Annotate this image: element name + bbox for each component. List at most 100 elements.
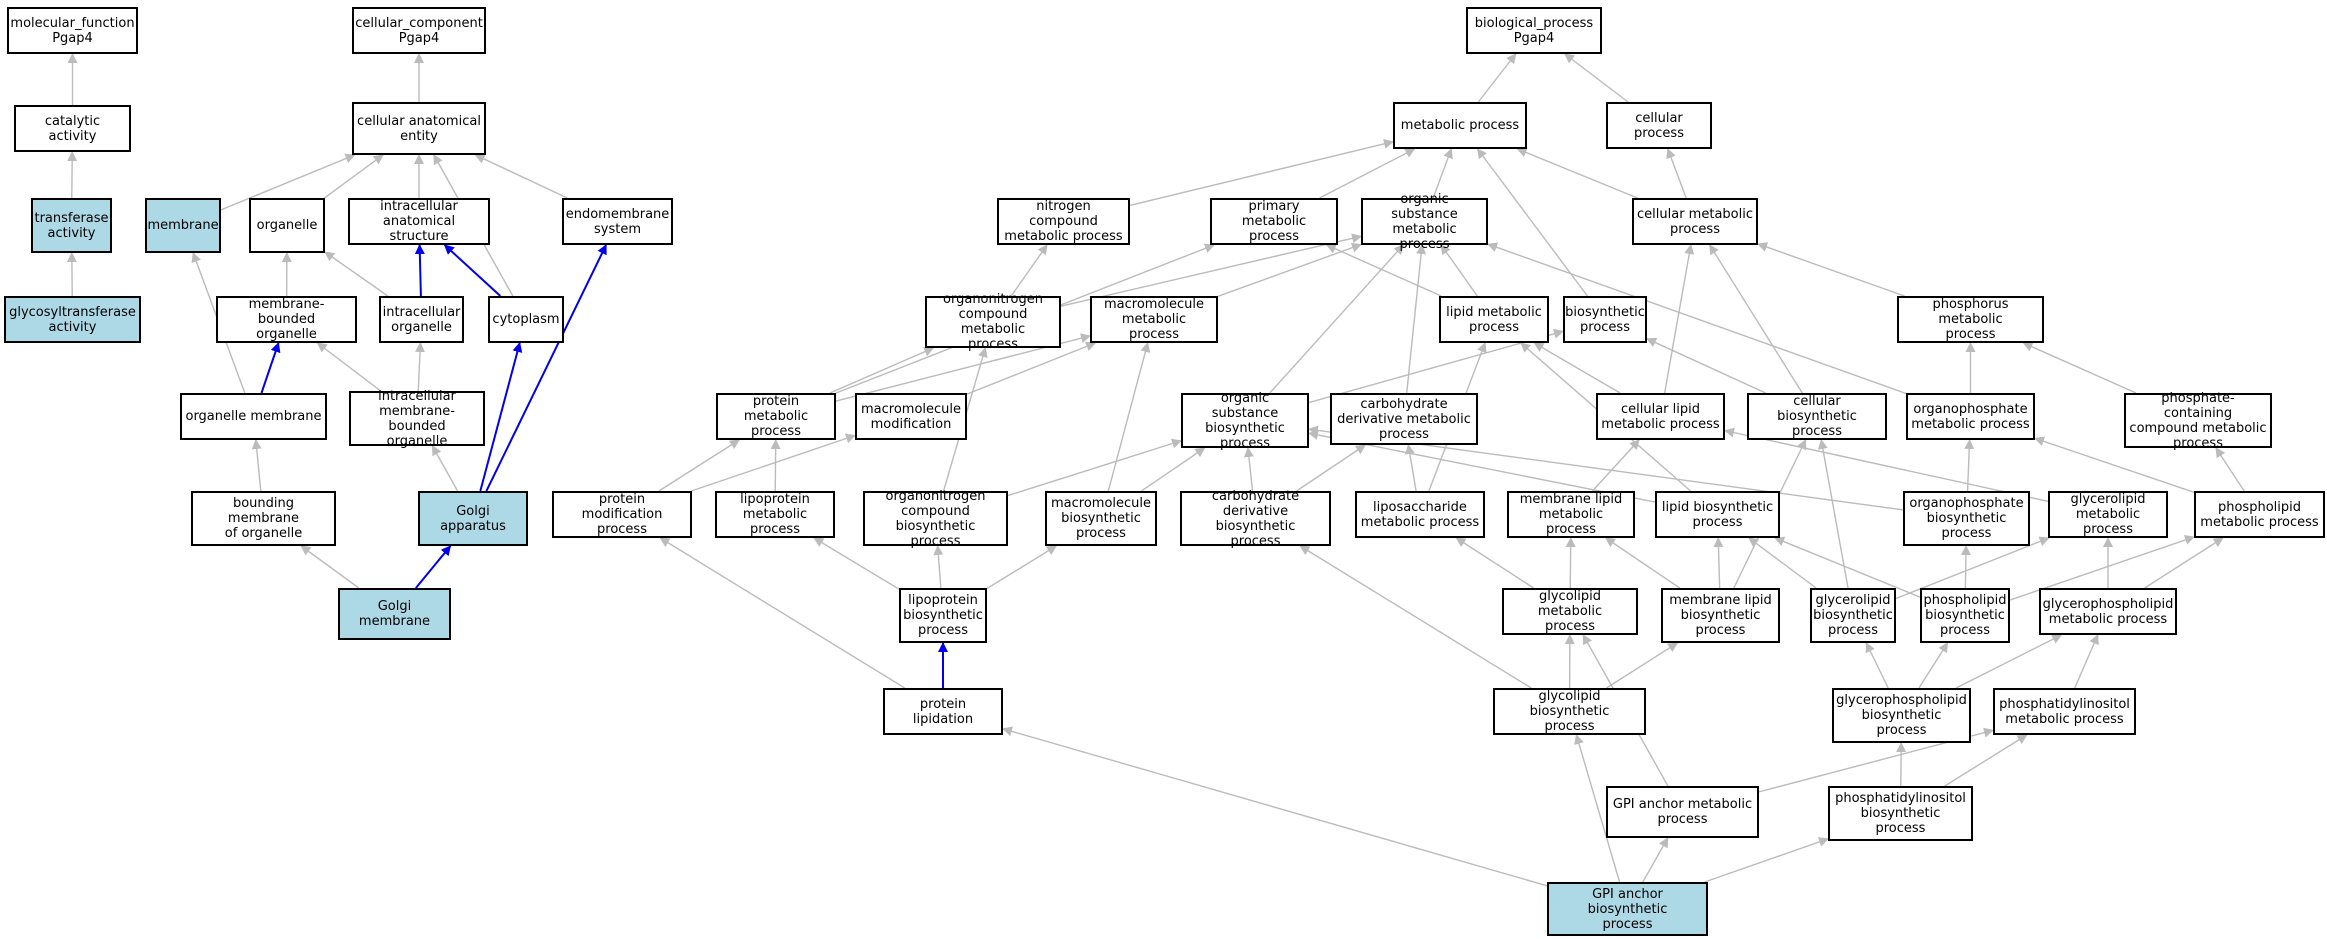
- go-term-node-mbo[interactable]: membrane-bounded organelle: [216, 296, 357, 343]
- go-term-node-gpimp[interactable]: GPI anchor metabolic process: [1606, 786, 1759, 838]
- edge-gm-to-golgi: [415, 545, 452, 589]
- go-term-node-gpmp[interactable]: glycerophospholipid metabolic process: [2039, 588, 2177, 635]
- go-term-node-cyto[interactable]: cytoplasm: [488, 296, 564, 343]
- go-term-node-lpbp[interactable]: lipoprotein biosynthetic process: [899, 588, 987, 643]
- go-term-node-cc[interactable]: cellular_component Pgap4: [352, 7, 486, 54]
- go-term-node-occmp[interactable]: organonitrogen compound metabolic proces…: [925, 292, 1061, 352]
- go-term-node-osbp[interactable]: organic substance biosynthetic process: [1181, 391, 1309, 451]
- edge-clmp-to-cmp: [1663, 244, 1695, 394]
- go-term-node-ias[interactable]: intracellular anatomical structure: [348, 198, 490, 245]
- go-term-node-pmp[interactable]: primary metabolic process: [1210, 198, 1338, 245]
- go-term-node-mmod[interactable]: macromolecule modification: [855, 393, 967, 440]
- edge-plmp-to-opmp: [2034, 436, 2195, 493]
- edge-bsp-to-mp: [1476, 148, 1588, 297]
- go-term-node-bsp[interactable]: biosynthetic process: [1563, 296, 1647, 343]
- go-term-node-lpmp[interactable]: lipoprotein metabolic process: [715, 491, 835, 538]
- edge-osmp-to-mp: [1432, 148, 1453, 199]
- go-term-node-bmo[interactable]: bounding membrane of organelle: [191, 491, 336, 546]
- go-term-node-mmbp[interactable]: macromolecule biosynthetic process: [1045, 491, 1157, 546]
- go-term-node-bp[interactable]: biological_process Pgap4: [1466, 7, 1602, 54]
- go-term-node-glmp[interactable]: glycerolipid metabolic process: [2048, 491, 2168, 538]
- go-term-node-pimp[interactable]: phosphatidylinositol metabolic process: [1993, 688, 2136, 735]
- edge-om-to-mbo: [260, 342, 281, 394]
- edge-organelle-to-cae: [324, 154, 384, 199]
- edge-mmbp-to-mmp: [1107, 342, 1151, 492]
- go-term-node-imbo[interactable]: intracellular membrane-bounded organelle: [349, 389, 485, 449]
- go-term-node-cdbp[interactable]: carbohydrate derivative biosynthetic pro…: [1180, 489, 1331, 549]
- edge-golgi-to-endo: [485, 244, 607, 492]
- edge-osbp-to-osmp: [1269, 244, 1404, 394]
- go-term-node-osmp[interactable]: organic substance metabolic process: [1361, 192, 1488, 252]
- go-term-node-occbp[interactable]: organonitrogen compound biosynthetic pro…: [863, 489, 1008, 549]
- go-term-node-om[interactable]: organelle membrane: [180, 393, 327, 440]
- edge-mmp-to-osmp: [1217, 242, 1362, 297]
- go-term-node-clmp[interactable]: cellular lipid metabolic process: [1596, 393, 1725, 440]
- go-term-node-gpbp[interactable]: glycerophospholipid biosynthetic process: [1832, 688, 1971, 743]
- go-term-node-pmodp[interactable]: protein modification process: [552, 491, 692, 538]
- go-term-node-cae[interactable]: cellular anatomical entity: [352, 102, 486, 155]
- edge-mlbp-to-lbp: [1713, 537, 1724, 589]
- edge-opbp-to-opmp: [1964, 439, 1975, 492]
- edge-gpbp-to-plbp: [1918, 642, 1949, 689]
- go-term-node-pibp[interactable]: phosphatidylinositol biosynthetic proces…: [1828, 786, 1973, 841]
- edge-pibp-to-pimp: [1944, 734, 2028, 787]
- go-term-node-lsmp[interactable]: liposaccharide metabolic process: [1355, 491, 1485, 538]
- go-term-node-cat[interactable]: catalytic activity: [14, 105, 131, 152]
- go-term-node-gclbp[interactable]: glycolipid biosynthetic process: [1493, 688, 1646, 735]
- edge-pmodp-to-mmod: [691, 433, 856, 492]
- go-term-node-plip[interactable]: protein lipidation: [883, 688, 1003, 735]
- edge-lpbp-to-mmbp: [986, 545, 1058, 590]
- go-term-node-io[interactable]: intracellular organelle: [379, 296, 464, 343]
- edge-gpibp-to-gclbp: [1574, 734, 1621, 883]
- edge-lpmp-to-protmp: [770, 439, 781, 492]
- edge-gpmp-to-plmp: [2144, 537, 2224, 589]
- edge-mmbp-to-osbp: [1141, 447, 1206, 492]
- go-term-node-gclmp[interactable]: glycolipid metabolic process: [1502, 588, 1638, 635]
- edge-imbo-to-io: [415, 342, 426, 392]
- edge-pmp-to-mp: [1319, 148, 1416, 199]
- edge-imbo-to-mbo: [316, 342, 382, 392]
- go-term-node-glbp[interactable]: glycerolipid biosynthetic process: [1810, 588, 1896, 643]
- go-term-node-cdmp[interactable]: carbohydrate derivative metabolic proces…: [1330, 393, 1478, 445]
- edge-mmod-to-mmp: [966, 341, 1097, 395]
- go-term-node-lbp[interactable]: lipid biosynthetic process: [1655, 491, 1780, 538]
- go-term-node-mlmp[interactable]: membrane lipid metabolic process: [1507, 491, 1635, 538]
- edge-gpibp-to-plip: [1002, 726, 1548, 887]
- go-term-node-plbp[interactable]: phospholipid biosynthetic process: [1920, 588, 2010, 643]
- go-term-node-cbp[interactable]: cellular biosynthetic process: [1747, 393, 1887, 440]
- go-term-node-gm[interactable]: Golgi membrane: [338, 588, 451, 640]
- edge-io-to-ias: [414, 244, 425, 297]
- go-term-node-endo[interactable]: endomembrane system: [562, 198, 673, 245]
- go-term-node-opbp[interactable]: organophosphate biosynthetic process: [1903, 491, 2030, 546]
- edge-plbp-to-opbp: [1960, 545, 1971, 589]
- go-term-node-organelle[interactable]: organelle: [249, 198, 325, 253]
- edge-gclmp-to-lsmp: [1455, 537, 1535, 589]
- go-term-node-gpibp[interactable]: GPI anchor biosynthetic process: [1547, 882, 1708, 936]
- edge-clmp-to-lmp: [1533, 342, 1621, 394]
- go-term-node-ncmp[interactable]: nitrogen compound metabolic process: [997, 198, 1130, 245]
- edge-gpbp-to-glbp: [1865, 642, 1889, 689]
- go-term-node-golgi[interactable]: Golgi apparatus: [418, 491, 528, 546]
- go-term-node-glyco[interactable]: glycosyltransferase activity: [4, 296, 141, 343]
- edge-cmp-to-mp: [1516, 147, 1638, 199]
- go-term-node-lmp[interactable]: lipid metabolic process: [1439, 296, 1549, 343]
- go-term-node-protmp[interactable]: protein metabolic process: [716, 393, 836, 440]
- go-term-node-opmp[interactable]: organophosphate metabolic process: [1906, 393, 2035, 440]
- edge-gm-to-bmo: [300, 545, 360, 589]
- go-term-node-plmp[interactable]: phospholipid metabolic process: [2194, 491, 2325, 538]
- go-term-node-phmp[interactable]: phosphorus metabolic process: [1897, 296, 2044, 343]
- go-term-node-mp[interactable]: metabolic process: [1393, 102, 1527, 149]
- go-term-node-cp[interactable]: cellular process: [1606, 102, 1712, 149]
- edge-plbp-to-lbp: [1774, 536, 1921, 598]
- go-term-node-mmp[interactable]: macromolecule metabolic process: [1090, 296, 1218, 343]
- go-term-node-mf[interactable]: molecular_function Pgap4: [7, 7, 138, 54]
- edge-cdmp-to-osmp: [1406, 244, 1427, 394]
- edge-lpbp-to-occbp: [933, 545, 944, 589]
- go-term-node-trans[interactable]: transferase activity: [31, 198, 112, 253]
- go-term-node-pccmp[interactable]: phosphate-containing compound metabolic …: [2124, 391, 2272, 451]
- go-term-node-membrane[interactable]: membrane: [145, 198, 221, 253]
- go-term-node-cmp[interactable]: cellular metabolic process: [1632, 198, 1758, 245]
- edge-protmp-to-occmp: [829, 347, 935, 394]
- go-term-node-mlbp[interactable]: membrane lipid biosynthetic process: [1661, 588, 1780, 643]
- edge-cbp-to-cmp: [1709, 244, 1803, 394]
